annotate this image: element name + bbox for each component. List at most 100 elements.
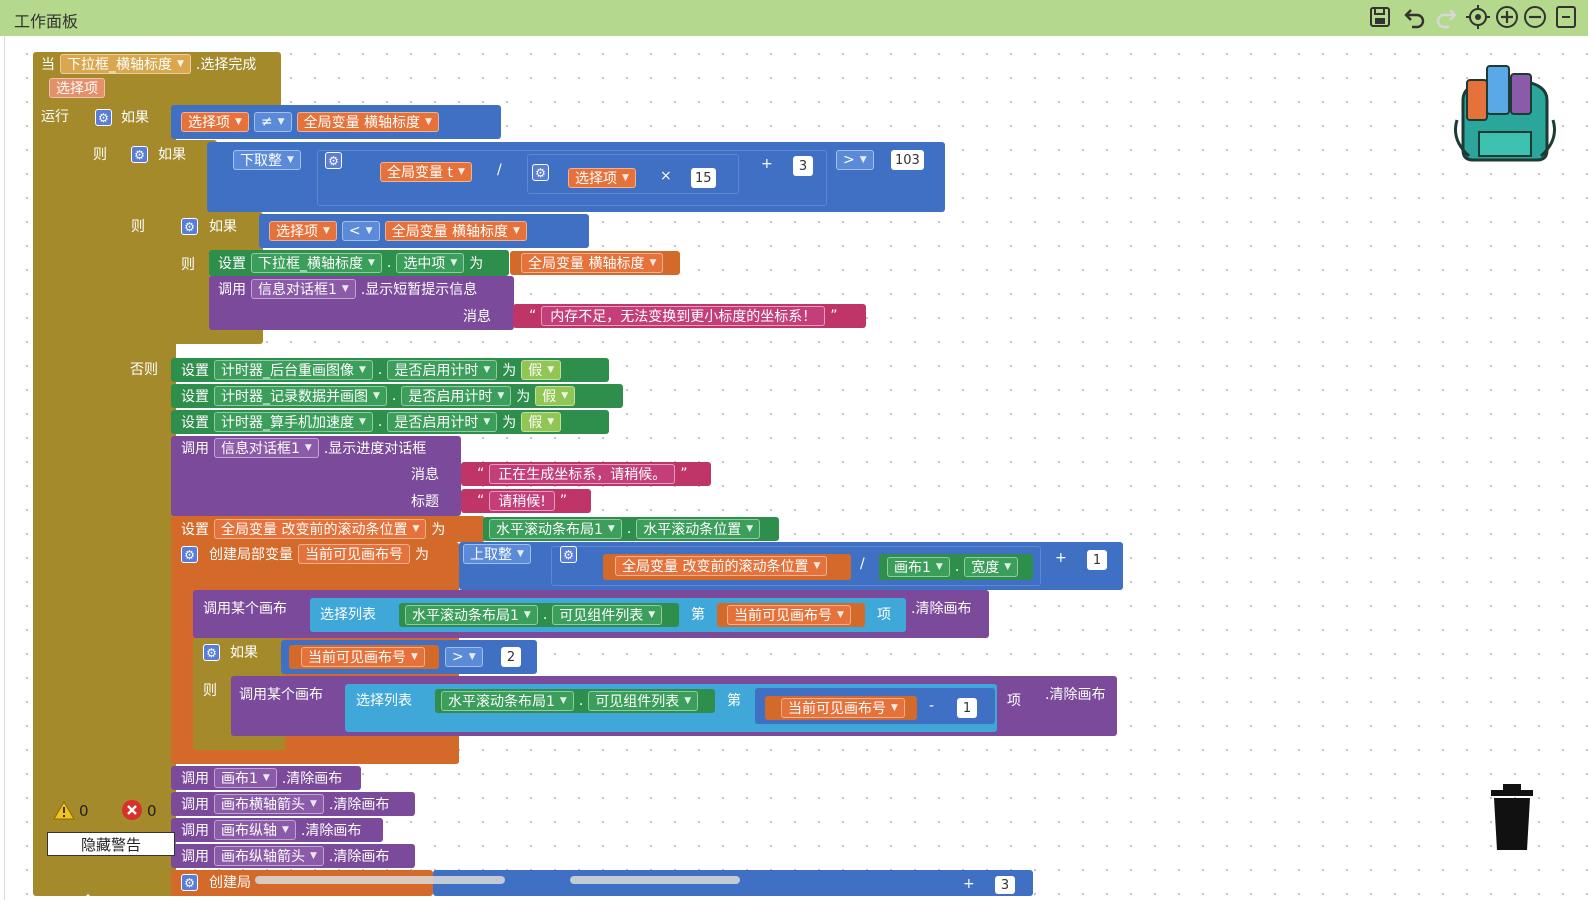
- if1-op-dropdown[interactable]: ≠▼: [253, 112, 292, 132]
- any-canvas-label: 调用某个画布: [239, 687, 323, 703]
- timer3-dropdown[interactable]: 计时器_算手机加速度▼: [214, 412, 373, 432]
- trash-icon[interactable]: [1485, 782, 1539, 854]
- toast-method: .显示短暂提示信息: [360, 282, 478, 298]
- dot-label: .: [377, 414, 383, 430]
- mutator-gear-icon[interactable]: ⚙: [131, 146, 148, 163]
- local-var-getter[interactable]: 全局变量 改变前的滚动条位置▼: [615, 556, 828, 576]
- scrollbar-segment[interactable]: [570, 876, 740, 884]
- false-value[interactable]: 假▼: [521, 412, 562, 432]
- mutator-gear-icon[interactable]: ⚙: [95, 109, 112, 126]
- if2-param-getter[interactable]: 选择项▼: [568, 168, 636, 188]
- divide-sign: /: [860, 556, 865, 572]
- if4-var-getter[interactable]: 当前可见画布号▼: [301, 647, 425, 667]
- timer2-dropdown[interactable]: 计时器_记录数据并画图▼: [214, 386, 387, 406]
- mutator-gear-icon[interactable]: ⚙: [203, 644, 220, 661]
- clear-component-dropdown[interactable]: 画布横轴箭头▼: [214, 794, 324, 814]
- dropdown-arrow-icon: ▼: [341, 284, 349, 294]
- dropdown-arrow-icon: ▼: [277, 117, 285, 127]
- if4-op-dropdown[interactable]: >▼: [445, 647, 483, 667]
- save-icon[interactable]: [1368, 5, 1392, 29]
- layout-dropdown[interactable]: 水平滚动条布局1▼: [405, 605, 538, 625]
- mutator-gear-icon[interactable]: ⚙: [181, 874, 198, 891]
- clear-call-row-1: 调用 画布1▼ .清除画布: [181, 766, 342, 790]
- ceiling-func-dropdown[interactable]: 上取整▼: [463, 544, 531, 564]
- dropdown-arrow-icon: ▼: [684, 696, 692, 706]
- dialog-component-dropdown[interactable]: 信息对话框1▼: [214, 438, 319, 458]
- if3-condition-row: 选择项▼ <▼ 全局变量 横轴标度▼: [269, 219, 527, 243]
- number-2[interactable]: 2: [501, 647, 521, 667]
- center-icon[interactable]: [1465, 4, 1491, 30]
- mutator-gear-icon[interactable]: ⚙: [181, 546, 198, 563]
- mutator-gear-icon[interactable]: ⚙: [560, 546, 577, 563]
- if3-right-getter[interactable]: 全局变量 横轴标度▼: [384, 221, 527, 241]
- if1-right-getter[interactable]: 全局变量 横轴标度▼: [296, 112, 439, 132]
- floor-func-dropdown[interactable]: 下取整▼: [233, 150, 301, 170]
- if1-right-label: 全局变量 横轴标度: [303, 115, 421, 131]
- gt-op-dropdown[interactable]: >▼: [836, 150, 874, 170]
- when-label: 当: [41, 57, 55, 73]
- clear-component-dropdown[interactable]: 画布1▼: [214, 768, 277, 788]
- undo-icon[interactable]: [1403, 5, 1427, 29]
- mutator-gear-icon[interactable]: ⚙: [532, 164, 549, 181]
- timer1-prop-dropdown[interactable]: 是否启用计时▼: [387, 360, 498, 380]
- dialog-message-text[interactable]: 正在生成坐标系，请稍候。: [489, 464, 676, 484]
- scroll-prop-dropdown[interactable]: 水平滚动条位置▼: [636, 519, 761, 539]
- zoom-out-icon[interactable]: [1522, 4, 1548, 30]
- scroll-var-dropdown[interactable]: 全局变量 改变前的滚动条位置▼: [214, 519, 427, 539]
- if1-left-getter[interactable]: 选择项▼: [181, 112, 249, 132]
- backpack-icon[interactable]: [1449, 60, 1561, 164]
- timer3-prop-dropdown[interactable]: 是否启用计时▼: [387, 412, 498, 432]
- set-component-dropdown[interactable]: 下拉框_横轴标度▼: [251, 253, 382, 273]
- if3-left-getter[interactable]: 选择项▼: [269, 221, 337, 241]
- dropdown-arrow-icon: ▼: [935, 562, 943, 572]
- dropdown-arrow-icon: ▼: [262, 773, 270, 783]
- visible-prop-dropdown[interactable]: 可见组件列表▼: [588, 691, 699, 711]
- clear-component-dropdown[interactable]: 画布纵轴▼: [214, 820, 296, 840]
- more-icon[interactable]: [1554, 4, 1578, 30]
- number-3[interactable]: 3: [793, 156, 813, 176]
- local-var-name[interactable]: 当前可见画布号: [298, 544, 410, 564]
- false-value[interactable]: 假▼: [521, 360, 562, 380]
- if3-op-dropdown[interactable]: <▼: [341, 221, 380, 241]
- dropdown-arrow-icon: ▼: [837, 610, 844, 620]
- number-103[interactable]: 103: [891, 150, 924, 170]
- blocks-workspace[interactable]: 当 下拉框_横轴标度▼ .选择完成 选择项 运行 ⚙ 如果 则 否则 选择项▼ …: [4, 36, 1588, 900]
- number-15[interactable]: 15: [691, 168, 716, 188]
- horizontal-scrollbar[interactable]: [255, 876, 505, 884]
- toast-component-dropdown[interactable]: 信息对话框1▼: [251, 279, 356, 299]
- mutator-gear-icon[interactable]: ⚙: [325, 152, 342, 169]
- set-value-label: 全局变量 横轴标度: [528, 256, 645, 272]
- visible-prop-dropdown[interactable]: 可见组件列表▼: [552, 605, 663, 625]
- hide-warnings-button[interactable]: 隐藏警告: [47, 832, 175, 856]
- dropdown-arrow-icon: ▼: [359, 365, 366, 375]
- set-prop-dropdown[interactable]: 选中项▼: [396, 253, 465, 273]
- dropdown-arrow-icon: ▼: [310, 851, 317, 861]
- number-3[interactable]: 3: [995, 876, 1015, 894]
- layout-dropdown[interactable]: 水平滚动条布局1▼: [441, 691, 574, 711]
- timer2-prop-dropdown[interactable]: 是否启用计时▼: [401, 386, 512, 406]
- scroll-comp-dropdown[interactable]: 水平滚动条布局1▼: [489, 519, 622, 539]
- number-1[interactable]: 1: [1087, 550, 1107, 570]
- mutator-gear-icon[interactable]: ⚙: [181, 218, 198, 235]
- clear-component-dropdown[interactable]: 画布纵轴箭头▼: [214, 846, 324, 866]
- index-var-getter[interactable]: 当前可见画布号▼: [727, 605, 851, 625]
- canvas-label: 画布1: [894, 560, 931, 576]
- minus-var-getter[interactable]: 当前可见画布号▼: [781, 698, 905, 718]
- event-param[interactable]: 选择项: [49, 78, 105, 98]
- set-timer3-row: 设置 计时器_算手机加速度▼ . 是否启用计时▼ 为 假▼: [181, 410, 562, 434]
- redo-icon[interactable]: [1434, 5, 1458, 29]
- event-component-dropdown[interactable]: 下拉框_横轴标度▼: [60, 54, 191, 74]
- timer1-dropdown[interactable]: 计时器_后台重画图像▼: [214, 360, 373, 380]
- canvas-dropdown[interactable]: 画布1 ▼: [887, 557, 950, 577]
- false-value[interactable]: 假▼: [535, 386, 576, 406]
- zoom-in-icon[interactable]: [1494, 4, 1520, 30]
- width-prop-dropdown[interactable]: 宽度▼: [964, 557, 1019, 577]
- toast-message-text[interactable]: 内存不足，无法变换到更小标度的坐标系！: [541, 306, 826, 326]
- dialog-title-text[interactable]: 请稍候!: [489, 491, 555, 511]
- number-1[interactable]: 1: [957, 698, 977, 718]
- set-value-getter[interactable]: 全局变量 横轴标度▼: [521, 253, 664, 273]
- if3-right-label: 全局变量 横轴标度: [391, 224, 509, 240]
- set-scroll-row: 设置 全局变量 改变前的滚动条位置▼ 为: [181, 517, 445, 541]
- event-block-body[interactable]: [33, 106, 88, 896]
- global-t-getter[interactable]: 全局变量 t▼: [380, 162, 472, 182]
